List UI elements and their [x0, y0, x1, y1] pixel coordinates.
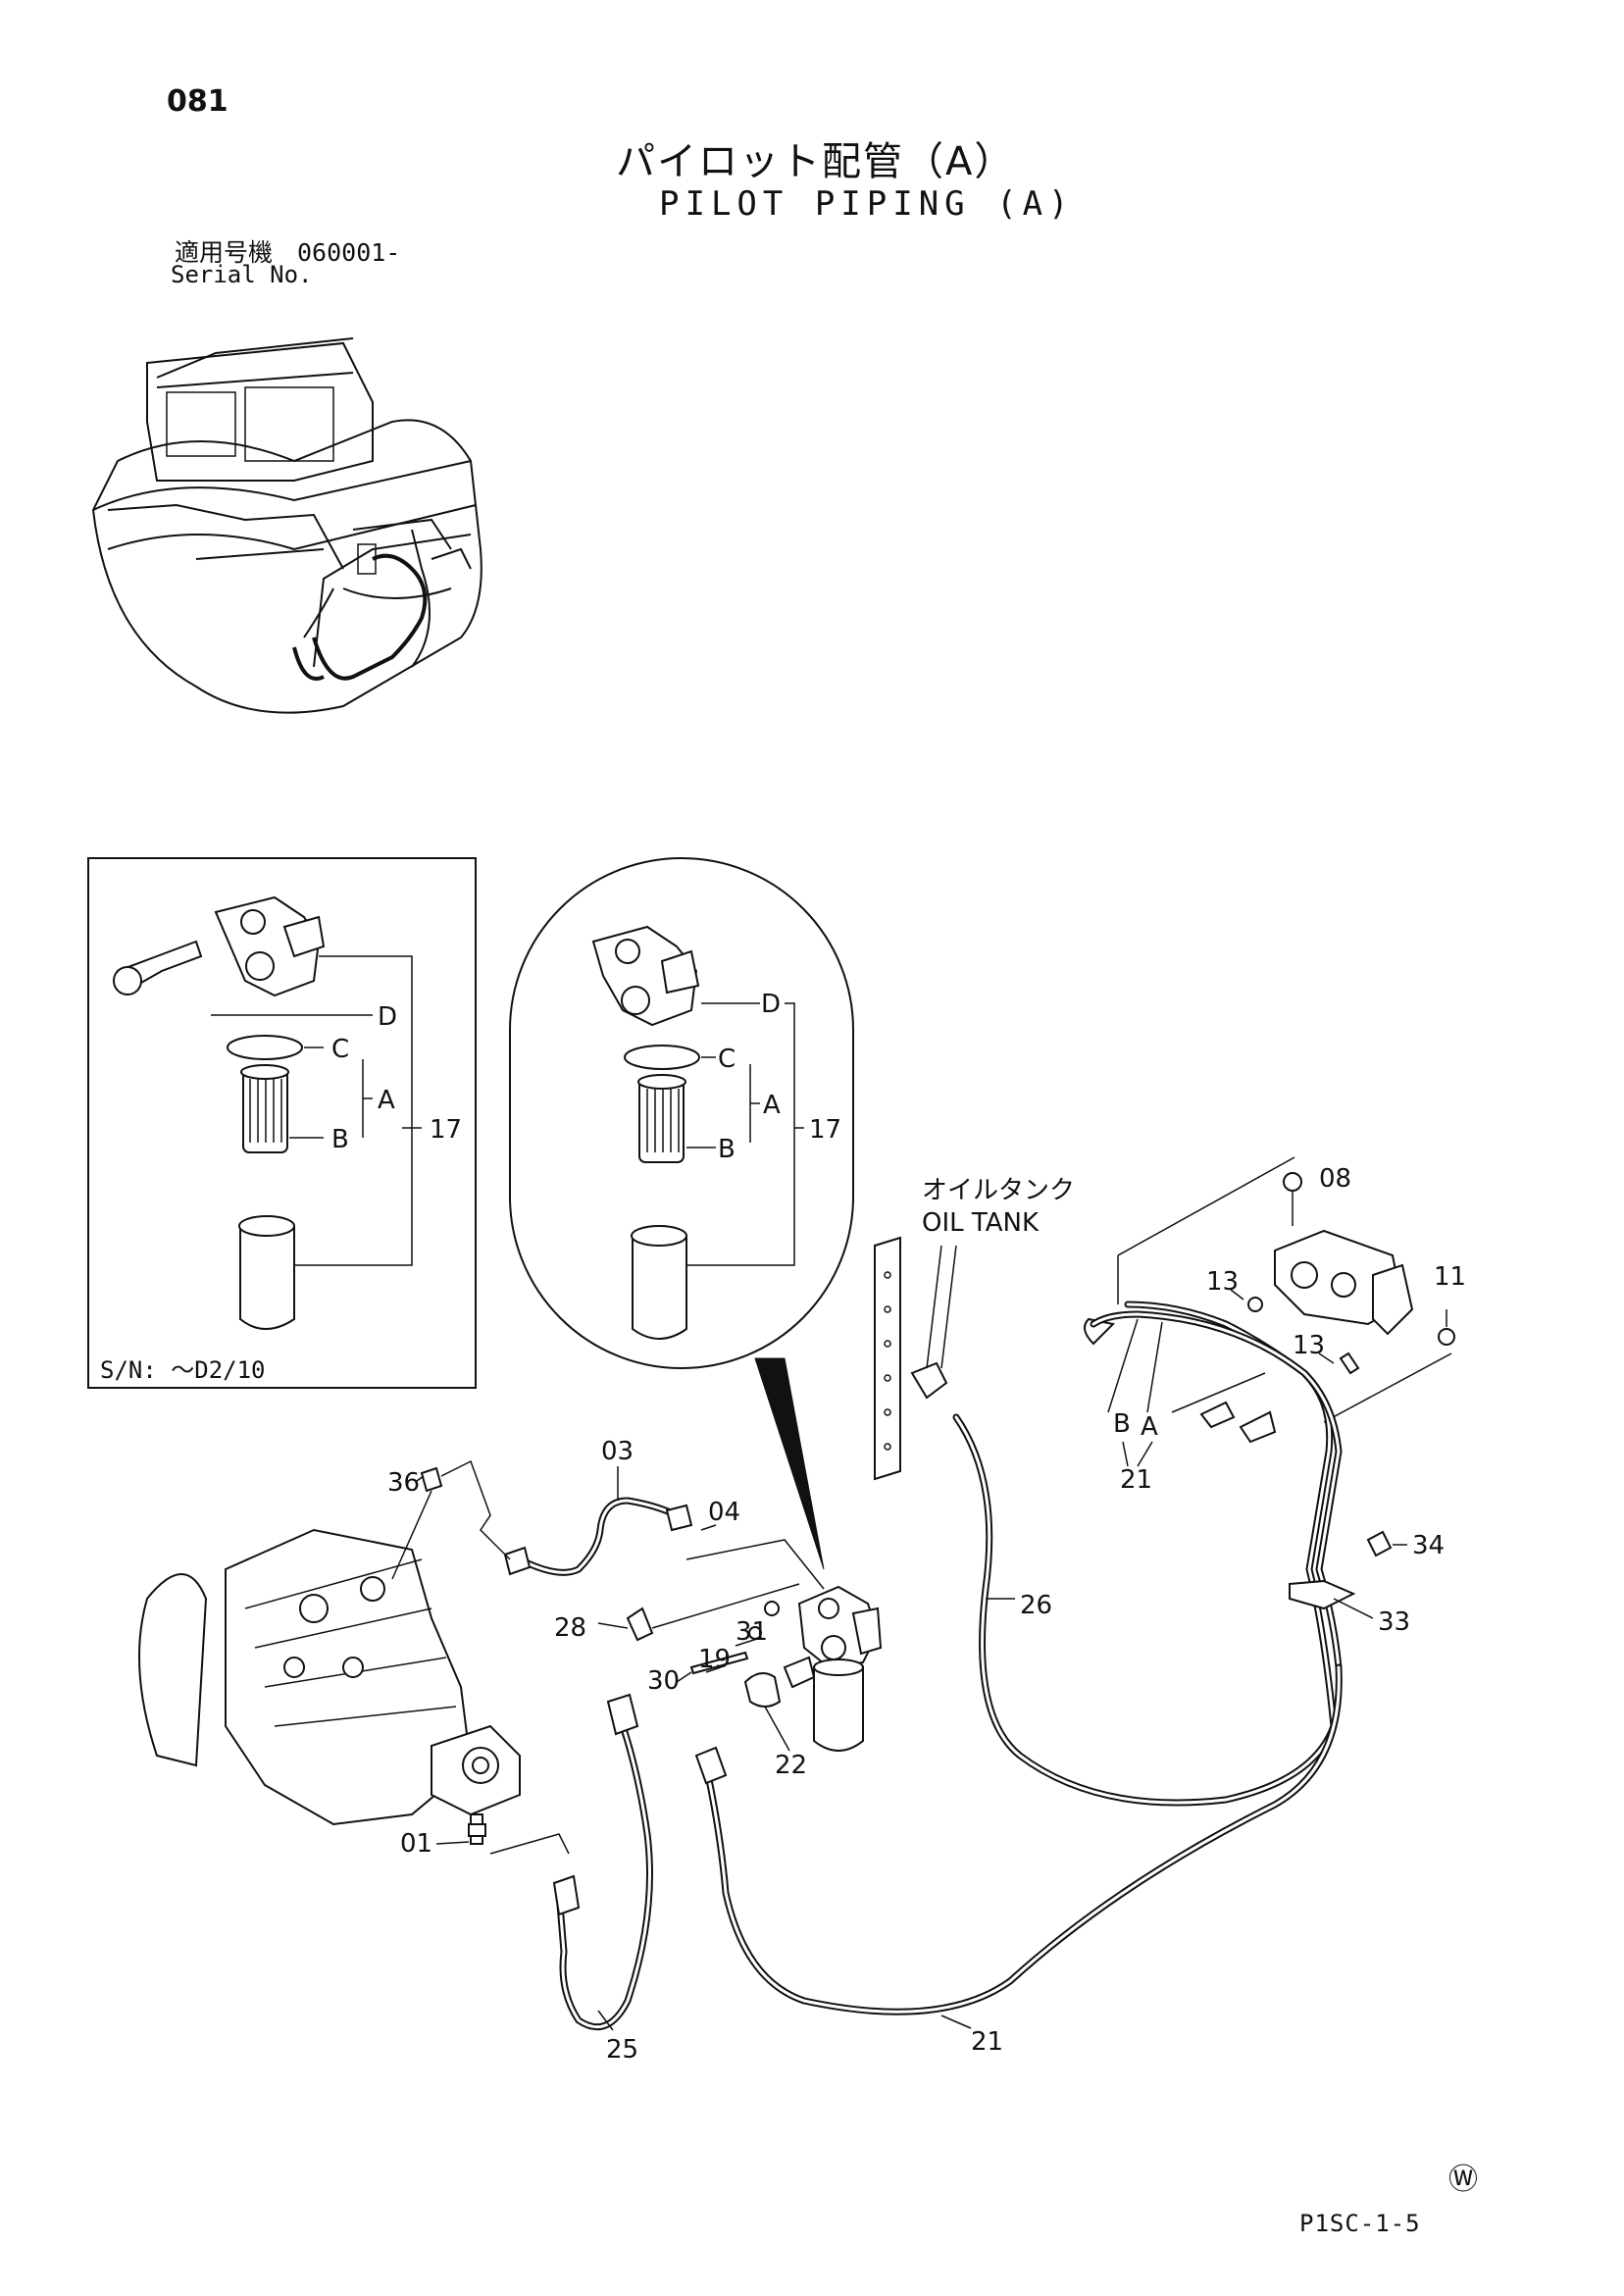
callout-26: 26 [1020, 1591, 1052, 1620]
callout-36: 36 [387, 1468, 420, 1498]
hydraulic-pump-illustration [138, 1459, 570, 1855]
callout-d-bubble: D [761, 990, 781, 1019]
serial-label-english: Serial No. [171, 261, 313, 288]
callout-a-hose: A [1141, 1412, 1158, 1442]
callout-13-upper: 13 [1206, 1267, 1239, 1297]
callout-34: 34 [1412, 1531, 1445, 1560]
callout-21-lower: 21 [971, 2027, 1003, 2057]
oil-tank-label-english: OIL TANK [922, 1208, 1040, 1238]
oil-tank-label-japanese: オイルタンク [922, 1176, 1075, 1205]
callout-17-bubble: 17 [809, 1115, 841, 1145]
callout-21-upper: 21 [1120, 1465, 1152, 1495]
page-title-english: PILOT PIPING (A) [659, 184, 1075, 224]
page-title-japanese: パイロット配管（A） [616, 139, 1016, 184]
hose-21-lower [694, 1663, 1343, 2015]
oil-tank-bracket [874, 1236, 957, 1481]
callout-30: 30 [647, 1666, 680, 1696]
callout-17-inset: 17 [430, 1115, 462, 1145]
callout-b-bubble: B [718, 1135, 736, 1164]
callout-25: 25 [606, 2035, 638, 2065]
inset-old-filter-box [87, 857, 477, 1389]
callout-22: 22 [775, 1751, 807, 1780]
machine-overview-illustration [91, 337, 482, 714]
callout-01: 01 [400, 1829, 432, 1859]
hose-26 [952, 1301, 1338, 1807]
callout-31: 31 [736, 1617, 768, 1647]
page-code: P1SC-1-5 [1299, 2210, 1421, 2237]
callout-d-inset: D [378, 1002, 397, 1032]
callout-08: 08 [1319, 1164, 1351, 1194]
callout-c-inset: C [331, 1035, 349, 1064]
circled-w-mark: Ⓦ [1448, 2163, 1478, 2197]
pilot-valve-block [1117, 1156, 1455, 1423]
callout-04: 04 [708, 1498, 740, 1527]
page-number: 081 [167, 84, 228, 119]
callout-b-inset: B [331, 1125, 349, 1154]
hose-03 [503, 1497, 693, 1576]
callout-11: 11 [1434, 1262, 1466, 1292]
callout-28: 28 [554, 1613, 586, 1643]
callout-33: 33 [1378, 1607, 1410, 1637]
filter-detail-bubble [509, 857, 854, 1570]
callout-c-bubble: C [718, 1045, 736, 1074]
callout-a-bubble: A [763, 1091, 781, 1120]
pilot-filter-assembly [626, 1539, 883, 1752]
callout-03: 03 [601, 1437, 634, 1466]
inset-serial-label: S/N: ～D2/10 [100, 1356, 266, 1384]
clamp-and-bolt [1289, 1530, 1393, 1610]
callout-a-inset: A [378, 1086, 395, 1115]
callout-13-lower: 13 [1293, 1331, 1325, 1360]
serial-applicability-japanese: 適用号機 060001- [175, 238, 401, 267]
hose-25 [552, 1693, 653, 2031]
callout-b-hose: B [1113, 1409, 1131, 1439]
